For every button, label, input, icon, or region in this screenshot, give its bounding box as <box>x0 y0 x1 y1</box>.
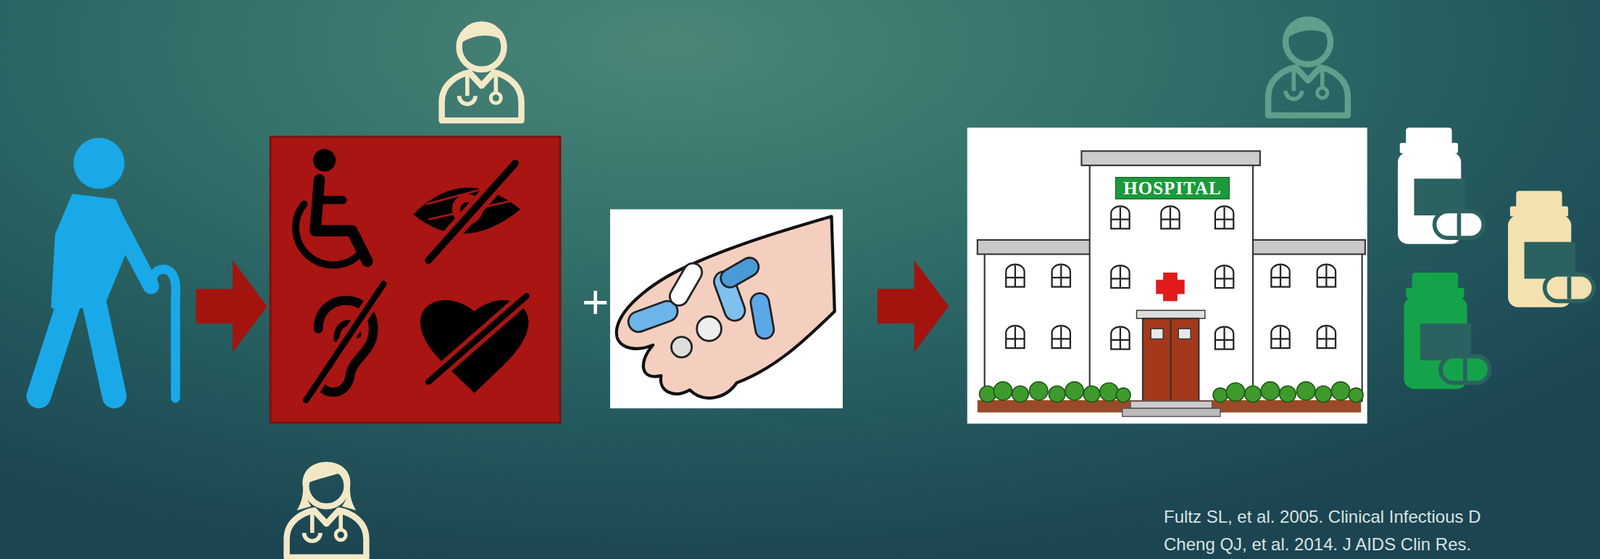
pill-bottle-icon <box>1397 127 1484 245</box>
doctor-icon <box>286 461 367 558</box>
plus-sign: + <box>581 275 609 329</box>
flow-arrow <box>195 260 268 353</box>
doctor-icon <box>442 23 522 121</box>
hospital-sign: HOSPITAL <box>1115 176 1230 200</box>
hand-with-pills <box>610 209 843 409</box>
citation-text: Cheng QJ, et al. 2014. J AIDS Clin Res. <box>1163 534 1472 555</box>
impairment-panel <box>270 136 561 423</box>
pill-bottle-icon <box>1403 272 1490 390</box>
hospital-illustration <box>967 127 1368 424</box>
doctor-icon <box>1268 18 1348 116</box>
flow-arrow <box>877 260 950 353</box>
citation-text: Fultz SL, et al. 2005. Clinical Infectio… <box>1163 506 1482 527</box>
elderly-person-icon <box>39 137 177 398</box>
sign-text: HOSPITAL <box>1123 178 1222 199</box>
pill-bottle-icon <box>1507 190 1594 308</box>
